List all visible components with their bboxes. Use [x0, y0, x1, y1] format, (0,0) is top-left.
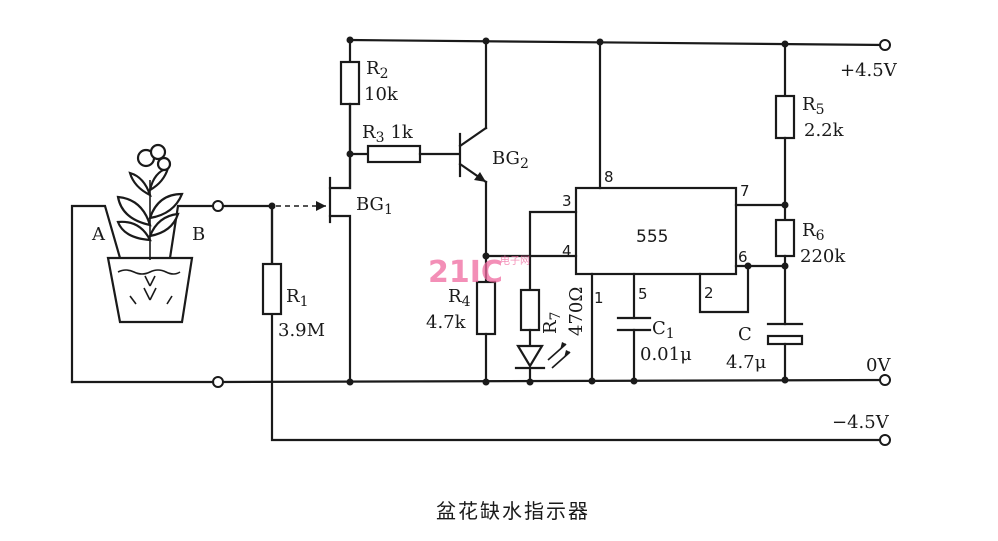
- c1-label: C1: [652, 318, 675, 342]
- zero-volt-rail: [218, 378, 887, 384]
- r6-value: 220k: [800, 246, 846, 267]
- ic-pin-2: 2: [704, 284, 714, 302]
- resistor-r3: [348, 144, 460, 164]
- flower-pot: [70, 143, 274, 388]
- r7-label: R7: [540, 312, 564, 334]
- ic-pin-3: 3: [562, 192, 572, 210]
- watermark-side: 电子网: [500, 254, 530, 267]
- negative-rail-label: −4.5V: [832, 412, 890, 433]
- negative-terminal: [879, 434, 891, 446]
- ic-pin-8: 8: [604, 168, 614, 186]
- r7-value: 470Ω: [566, 287, 587, 336]
- ic-label: 555: [636, 227, 668, 247]
- capacitor-c: [766, 322, 804, 384]
- junction-dots: [268, 36, 789, 386]
- c1-value: 0.01μ: [640, 344, 692, 365]
- ic-pin-6: 6: [738, 248, 748, 266]
- positive-terminal: [879, 39, 891, 51]
- r1-label: R1: [286, 286, 308, 310]
- figure-caption: 盆花缺水指示器: [436, 499, 590, 523]
- watermark: 21IC 电子网: [428, 254, 530, 290]
- c-value: 4.7μ: [726, 352, 767, 373]
- ic-pin-5: 5: [638, 285, 648, 303]
- ic-pin-4: 4: [562, 242, 572, 260]
- r6-label: R6: [802, 220, 825, 244]
- probe-b-label: B: [192, 224, 205, 245]
- bg1-label: BG1: [356, 194, 393, 218]
- r4-value: 4.7k: [426, 312, 467, 333]
- r2-label: R2: [366, 58, 388, 82]
- resistor-r7: [519, 288, 541, 348]
- r1-value: 3.9M: [278, 320, 325, 341]
- resistor-r4: [475, 280, 497, 384]
- resistor-r1: [261, 204, 283, 316]
- c-label: C: [738, 324, 752, 345]
- positive-rail-label: +4.5V: [840, 60, 898, 81]
- led-indicator: [514, 342, 571, 384]
- resistor-r6: [774, 218, 796, 326]
- transistor-bg2: [458, 38, 488, 284]
- ic-pin-1: 1: [594, 289, 604, 307]
- zero-volt-rail-label: 0V: [866, 355, 891, 376]
- bg2-label: BG2: [492, 148, 529, 172]
- positive-rail: [348, 38, 887, 64]
- r5-value: 2.2k: [804, 120, 845, 141]
- ic-pin-7: 7: [740, 182, 750, 200]
- capacitor-c1: [616, 316, 652, 384]
- ic-555: [484, 43, 787, 384]
- resistor-r2: [339, 60, 361, 190]
- probe-a-label: A: [91, 224, 106, 245]
- probe-b-terminal: [212, 200, 224, 212]
- r4-label: R4: [448, 286, 471, 310]
- probe-a-terminal: [212, 376, 224, 388]
- r2-value: 10k: [364, 84, 399, 105]
- resistor-r5: [774, 43, 796, 222]
- zero-volt-terminal: [879, 374, 891, 386]
- watermark-main: 21IC: [428, 255, 503, 290]
- r5-label: R5: [802, 94, 824, 118]
